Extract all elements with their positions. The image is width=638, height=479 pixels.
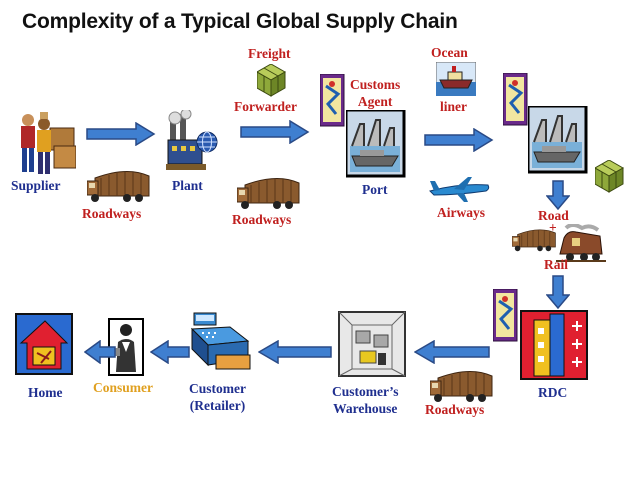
arrow-warehouse-to-retailer: [258, 340, 332, 364]
supplier-label: Supplier: [11, 177, 61, 194]
arrow-consumer-to-home: [84, 340, 116, 364]
customs-agent-label: Customs Agent: [350, 76, 400, 110]
airplane-icon: [428, 175, 492, 203]
arrow-port-to-road: [546, 180, 570, 210]
globe-icon: [196, 131, 218, 153]
roadways-label-1: Roadways: [82, 205, 141, 222]
consumer-label: Consumer: [93, 379, 153, 396]
customers-warehouse-line1: Customer’s: [332, 383, 398, 400]
customs-label-line1: Customs: [350, 76, 400, 93]
arrow-port-to-destination-port: [424, 128, 494, 152]
freight-label: Freight: [248, 45, 291, 62]
home-icon: [15, 313, 73, 375]
rail-label: Rail: [544, 256, 568, 273]
home-label: Home: [28, 384, 63, 401]
rdc-label: RDC: [538, 384, 567, 401]
truck-icon: [237, 173, 301, 211]
roadways-label-2: Roadways: [232, 211, 291, 228]
package-icon: [595, 160, 625, 194]
ship-icon: [436, 62, 476, 96]
forwarder-label: Forwarder: [234, 98, 297, 115]
customers-warehouse-label: Customer’s Warehouse: [332, 383, 398, 417]
arrow-retailer-to-consumer: [150, 340, 190, 364]
arrow-supplier-to-plant: [86, 122, 156, 146]
airways-label: Airways: [437, 204, 485, 221]
warehouse-icon: [338, 311, 406, 377]
cash-register-icon: [190, 311, 256, 377]
customer-retailer-line1: Customer: [189, 380, 246, 397]
port-icon: [346, 110, 406, 178]
arrow-plant-to-port: [240, 120, 310, 144]
arrow-rdc-to-warehouse: [414, 340, 490, 364]
liner-label: liner: [440, 98, 467, 115]
arrow-rail-to-rdc: [546, 275, 570, 309]
package-icon: [257, 64, 287, 98]
plant-label: Plant: [172, 177, 203, 194]
customer-retailer-label: Customer (Retailer): [189, 380, 246, 414]
customers-warehouse-line2: Warehouse: [332, 400, 398, 417]
document-icon: [493, 289, 519, 343]
customs-label-line2: Agent: [350, 93, 400, 110]
port-icon: [528, 106, 588, 174]
truck-icon: [430, 366, 494, 404]
roadways-label-3: Roadways: [425, 401, 484, 418]
port-label: Port: [362, 181, 387, 198]
document-icon: [503, 73, 529, 127]
ocean-label: Ocean: [431, 44, 468, 61]
customer-retailer-line2: (Retailer): [189, 397, 246, 414]
rdc-building-icon: [520, 310, 588, 380]
page-title: Complexity of a Typical Global Supply Ch…: [22, 10, 458, 34]
truck-icon: [87, 166, 151, 204]
suppliers-workers-icon: [14, 106, 76, 178]
document-icon: [320, 74, 346, 128]
